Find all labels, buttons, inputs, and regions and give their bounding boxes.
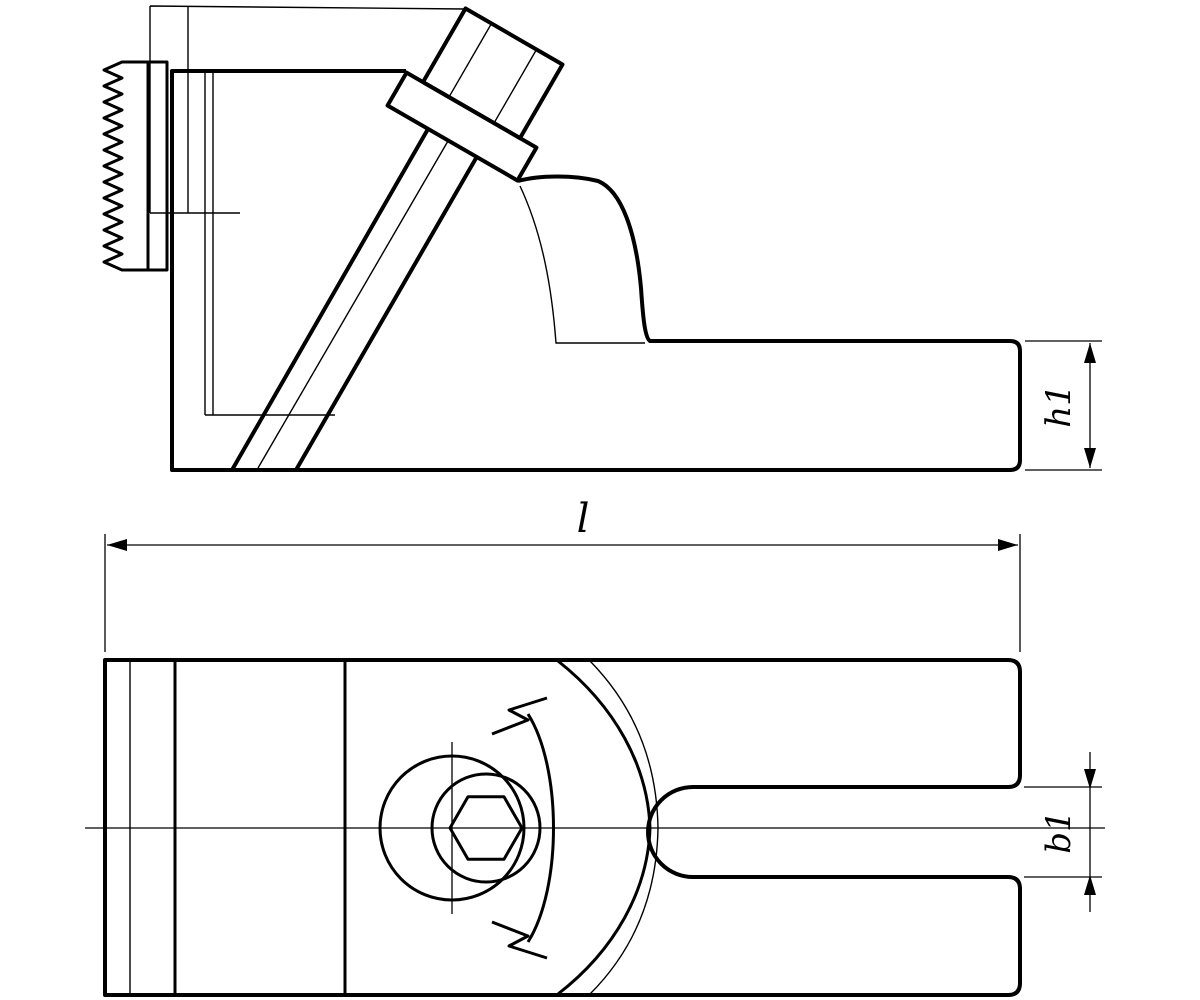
dimension-l-arrow-left	[107, 539, 127, 551]
dimension-l-arrow-right	[998, 539, 1018, 551]
dimension-h1-extension-lines	[1025, 340, 1102, 471]
clamp-body-outline	[170, 69, 1022, 472]
dimension-b1-arrow-bottom	[1084, 875, 1096, 895]
slot-diagonal-hidden-line	[257, 140, 449, 469]
dimension-b1-arrow-top	[1084, 769, 1096, 789]
clamp-screw	[385, 6, 565, 183]
side-elevation-view: h1	[102, 5, 1102, 472]
screw-shaft	[230, 128, 479, 471]
plan-serration-zigzag-bottom	[491, 920, 548, 960]
plan-view: l b1	[85, 496, 1105, 997]
dimension-b1: b1	[1024, 752, 1102, 912]
slot-hidden-lines	[204, 72, 335, 416]
dimension-h1: h1	[1025, 340, 1102, 471]
screw-head-facet-lines	[448, 23, 538, 124]
dimension-b1-label: b1	[1039, 810, 1079, 853]
dimension-h1-label: h1	[1039, 384, 1079, 428]
plan-serration-zigzag-top	[491, 696, 548, 736]
screw-flange-washer	[385, 70, 539, 183]
dimension-h1-arrow-top	[1084, 343, 1096, 363]
dimension-l-extension-lines	[104, 534, 1021, 652]
hump-inner-contour-line	[519, 185, 645, 344]
dimension-b1-extension-lines	[1024, 786, 1102, 878]
dimension-l: l	[104, 496, 1021, 652]
serrated-edge	[102, 60, 169, 272]
screw-head	[421, 6, 565, 141]
dimension-h1-arrow-bottom	[1084, 448, 1096, 468]
dimension-l-label: l	[577, 496, 590, 542]
screw-travel-phantom-lines	[149, 5, 465, 214]
